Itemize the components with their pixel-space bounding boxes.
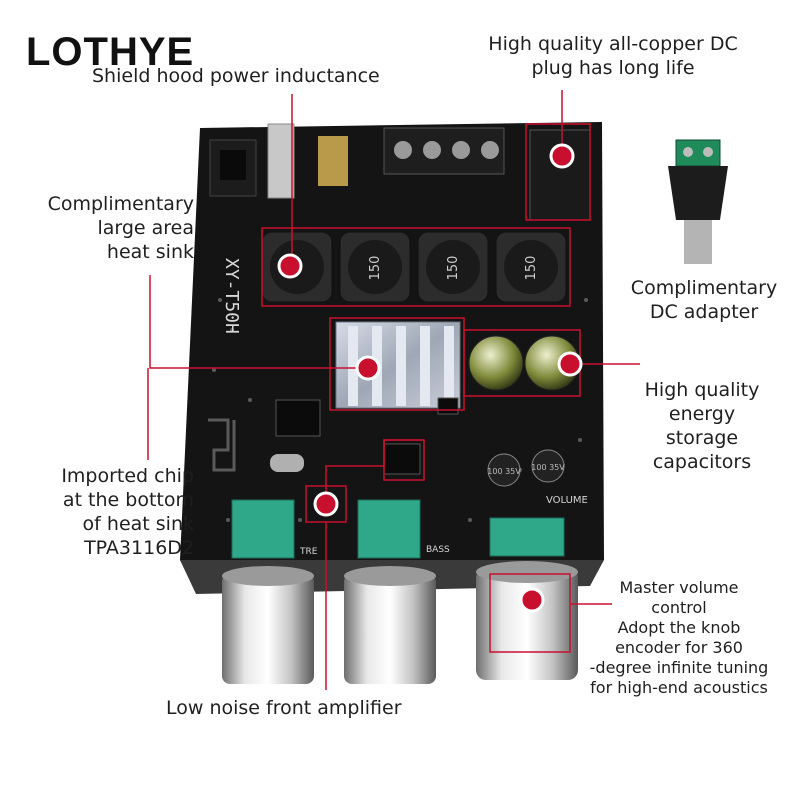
callout-line: High quality all-copper DC [488, 33, 738, 55]
capacitor-print: 100 35V [531, 463, 565, 472]
knob-volume [476, 561, 578, 680]
callout-volume: Master volume control Adopt the knob enc… [572, 578, 786, 698]
callout-line: heat sink [106, 241, 194, 263]
board-model-print: XY-T50H [221, 258, 242, 334]
dc-adapter-accessory [668, 139, 728, 264]
callout-line: capacitors [652, 451, 752, 473]
power-inductors [261, 231, 567, 303]
brand-logo: LOTHYE [26, 30, 195, 74]
callout-line: Master volume [619, 578, 739, 597]
switch-component [318, 136, 348, 186]
callout-line: control [651, 598, 707, 617]
callout-heat-sink: Complimentary large area heat sink [10, 192, 194, 264]
callout-line: of heat sink [82, 513, 194, 535]
inductor-code: 150 [524, 256, 539, 281]
inductor-code: 150 [368, 256, 383, 281]
callout-line: at the bottom [62, 489, 194, 511]
callout-capacitors: High quality energy storage capacitors [612, 378, 792, 474]
knob-bass [344, 566, 436, 684]
callout-line: -degree infinite tuning [589, 658, 769, 677]
callout-line: storage [665, 427, 739, 449]
inductor-code: 150 [446, 256, 461, 281]
callout-preamp: Low noise front amplifier [166, 696, 402, 720]
dc-jack [529, 129, 591, 221]
callout-dc-adapter: Complimentary DC adapter [614, 276, 794, 324]
ic-chips [270, 397, 459, 475]
callout-line: High quality [644, 379, 760, 401]
callout-line: Low noise front amplifier [166, 697, 402, 719]
knob-treble [222, 566, 314, 684]
callout-line: for high-end acoustics [590, 678, 768, 697]
audio-jack [209, 139, 257, 197]
potentiometers [231, 499, 565, 559]
treble-print: TRE [299, 547, 318, 557]
callout-line: TPA3116D2 [84, 537, 194, 559]
usb-port [267, 123, 295, 199]
capacitor-print: 100 35V [487, 467, 521, 476]
callout-line: Shield hood power inductance [92, 65, 380, 87]
bass-print: BASS [426, 545, 450, 555]
heat-sink [335, 321, 461, 409]
callout-line: Imported chip [61, 465, 194, 487]
callout-line: plug has long life [531, 57, 695, 79]
callout-line: energy [668, 403, 736, 425]
callout-line: Complimentary [47, 193, 194, 215]
callout-inductance: Shield hood power inductance [92, 64, 380, 88]
callout-chip: Imported chip at the bottom of heat sink… [10, 464, 194, 560]
callout-dc-plug: High quality all-copper DC plug has long… [460, 32, 766, 80]
capacitors [468, 335, 580, 487]
callout-dots [277, 143, 583, 613]
callout-line: Adopt the knob [617, 618, 741, 637]
callout-line: large area [97, 217, 194, 239]
callout-overlay [147, 90, 640, 690]
screw-terminal [383, 127, 505, 175]
callout-line: DC adapter [649, 301, 759, 323]
callout-line: encoder for 360 [615, 638, 743, 657]
callout-line: Complimentary [630, 277, 778, 299]
volume-print: VOLUME [546, 495, 588, 506]
